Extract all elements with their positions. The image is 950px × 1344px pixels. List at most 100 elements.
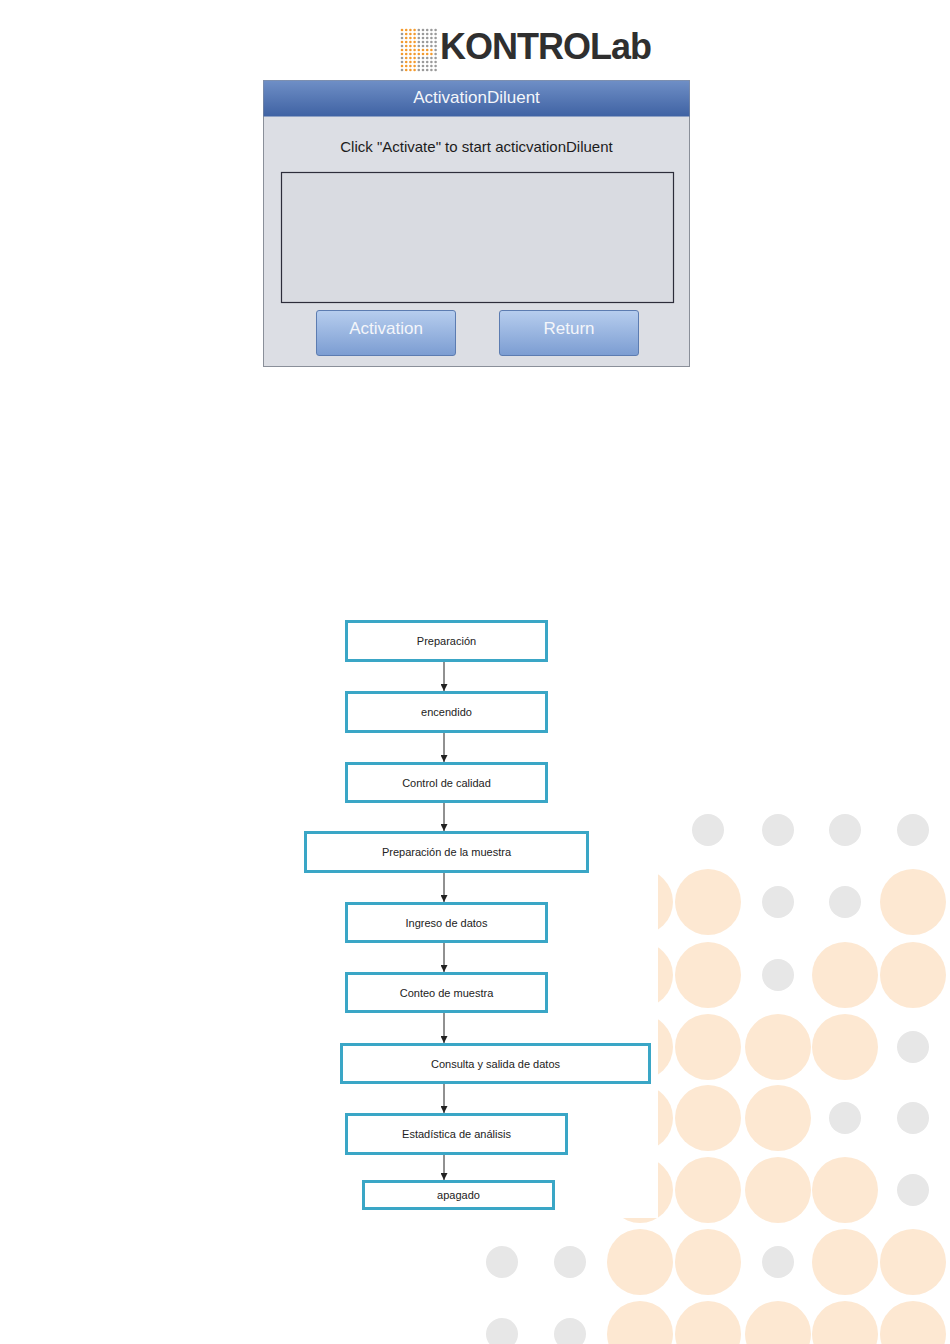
dot	[745, 1014, 811, 1080]
dot	[829, 814, 861, 846]
logo-dot	[434, 49, 437, 52]
logo-dot	[413, 41, 416, 44]
logo-dot	[413, 33, 416, 36]
box-label: Estadística de análisis	[402, 1128, 511, 1140]
box-label: Ingreso de datos	[406, 917, 488, 929]
dot	[554, 1246, 586, 1278]
dot	[675, 1229, 741, 1295]
logo-dot	[418, 69, 421, 72]
dot	[675, 1085, 741, 1151]
box-label: Activation	[317, 311, 455, 347]
dot	[745, 1157, 811, 1223]
logo-dot	[401, 69, 404, 72]
logo-dot	[401, 57, 404, 60]
logo-dot	[426, 69, 429, 72]
logo-dot	[418, 65, 421, 68]
dot	[675, 869, 741, 935]
process-box: Control de calidad	[345, 762, 548, 803]
logo-dot	[409, 65, 412, 68]
logo-dot	[418, 41, 421, 44]
dialog-titlebar	[264, 81, 690, 117]
flow-arrow	[444, 662, 445, 691]
dot	[675, 1157, 741, 1223]
dot	[812, 1229, 878, 1295]
flow-arrow	[444, 1155, 445, 1180]
dialog-button: Activation	[316, 310, 456, 356]
logo-dot	[422, 65, 425, 68]
logo-dot	[418, 49, 421, 52]
logo-dot	[401, 65, 404, 68]
logo-dot	[401, 37, 404, 40]
logo-dot	[409, 61, 412, 64]
logo-dot	[401, 61, 404, 64]
box-label: Control de calidad	[402, 777, 491, 789]
logo-dot	[413, 45, 416, 48]
dot	[762, 886, 794, 918]
logo-dot	[430, 45, 433, 48]
dot	[812, 942, 878, 1008]
logo-dot	[434, 37, 437, 40]
dialog-textarea	[282, 173, 674, 303]
logo-dot	[430, 33, 433, 36]
dot	[829, 886, 861, 918]
logo-text: KONTROLab	[440, 26, 651, 68]
logo-dot	[405, 57, 408, 60]
dot	[762, 1246, 794, 1278]
logo-dot	[409, 41, 412, 44]
flow-arrow	[444, 1013, 445, 1043]
logo-dot	[418, 33, 421, 36]
box-label: apagado	[437, 1189, 480, 1201]
logo-dot	[413, 61, 416, 64]
logo-dot	[409, 69, 412, 72]
logo-dot	[418, 53, 421, 56]
logo-dot	[426, 37, 429, 40]
logo-dot	[426, 41, 429, 44]
logo-dot	[405, 49, 408, 52]
dot	[880, 1229, 946, 1295]
logo-dot	[409, 53, 412, 56]
logo-dot	[430, 49, 433, 52]
dot	[880, 869, 946, 935]
logo-dot	[434, 33, 437, 36]
logo-dot	[430, 37, 433, 40]
logo-dot	[401, 45, 404, 48]
logo-dot	[430, 65, 433, 68]
process-box: Estadística de análisis	[345, 1113, 568, 1155]
logo-dot	[426, 33, 429, 36]
logo-dot	[401, 33, 404, 36]
dot	[486, 1318, 518, 1344]
logo-dot	[409, 29, 412, 32]
dot	[897, 1031, 929, 1063]
dialog-window: ActivationDiluentClick "Activate" to sta…	[263, 80, 690, 367]
logo-dot	[426, 61, 429, 64]
dot	[812, 1014, 878, 1080]
process-box: Preparación	[345, 620, 548, 662]
logo-dot	[422, 41, 425, 44]
dot	[554, 1318, 586, 1344]
dot	[812, 1157, 878, 1223]
logo-dot	[434, 45, 437, 48]
logo-dot	[413, 53, 416, 56]
flow-arrow	[444, 803, 445, 831]
logo-dot	[413, 65, 416, 68]
logo-dot	[426, 29, 429, 32]
dot	[607, 1301, 673, 1344]
process-box: Consulta y salida de datos	[340, 1043, 651, 1084]
logo-dot	[405, 33, 408, 36]
logo-mark	[401, 29, 437, 72]
logo-dot	[405, 61, 408, 64]
dot	[675, 1301, 741, 1344]
box-label: Conteo de muestra	[400, 987, 494, 999]
logo-dot	[418, 45, 421, 48]
logo-dot	[401, 49, 404, 52]
logo-dot	[418, 37, 421, 40]
logo-dot	[426, 45, 429, 48]
logo-dot	[430, 53, 433, 56]
logo-dot	[413, 69, 416, 72]
dialog-button: Return	[499, 310, 639, 356]
flow-arrow	[444, 1084, 445, 1113]
dot	[486, 1246, 518, 1278]
flow-arrow	[444, 873, 445, 902]
flow-arrow	[444, 943, 445, 972]
dot	[607, 1229, 673, 1295]
